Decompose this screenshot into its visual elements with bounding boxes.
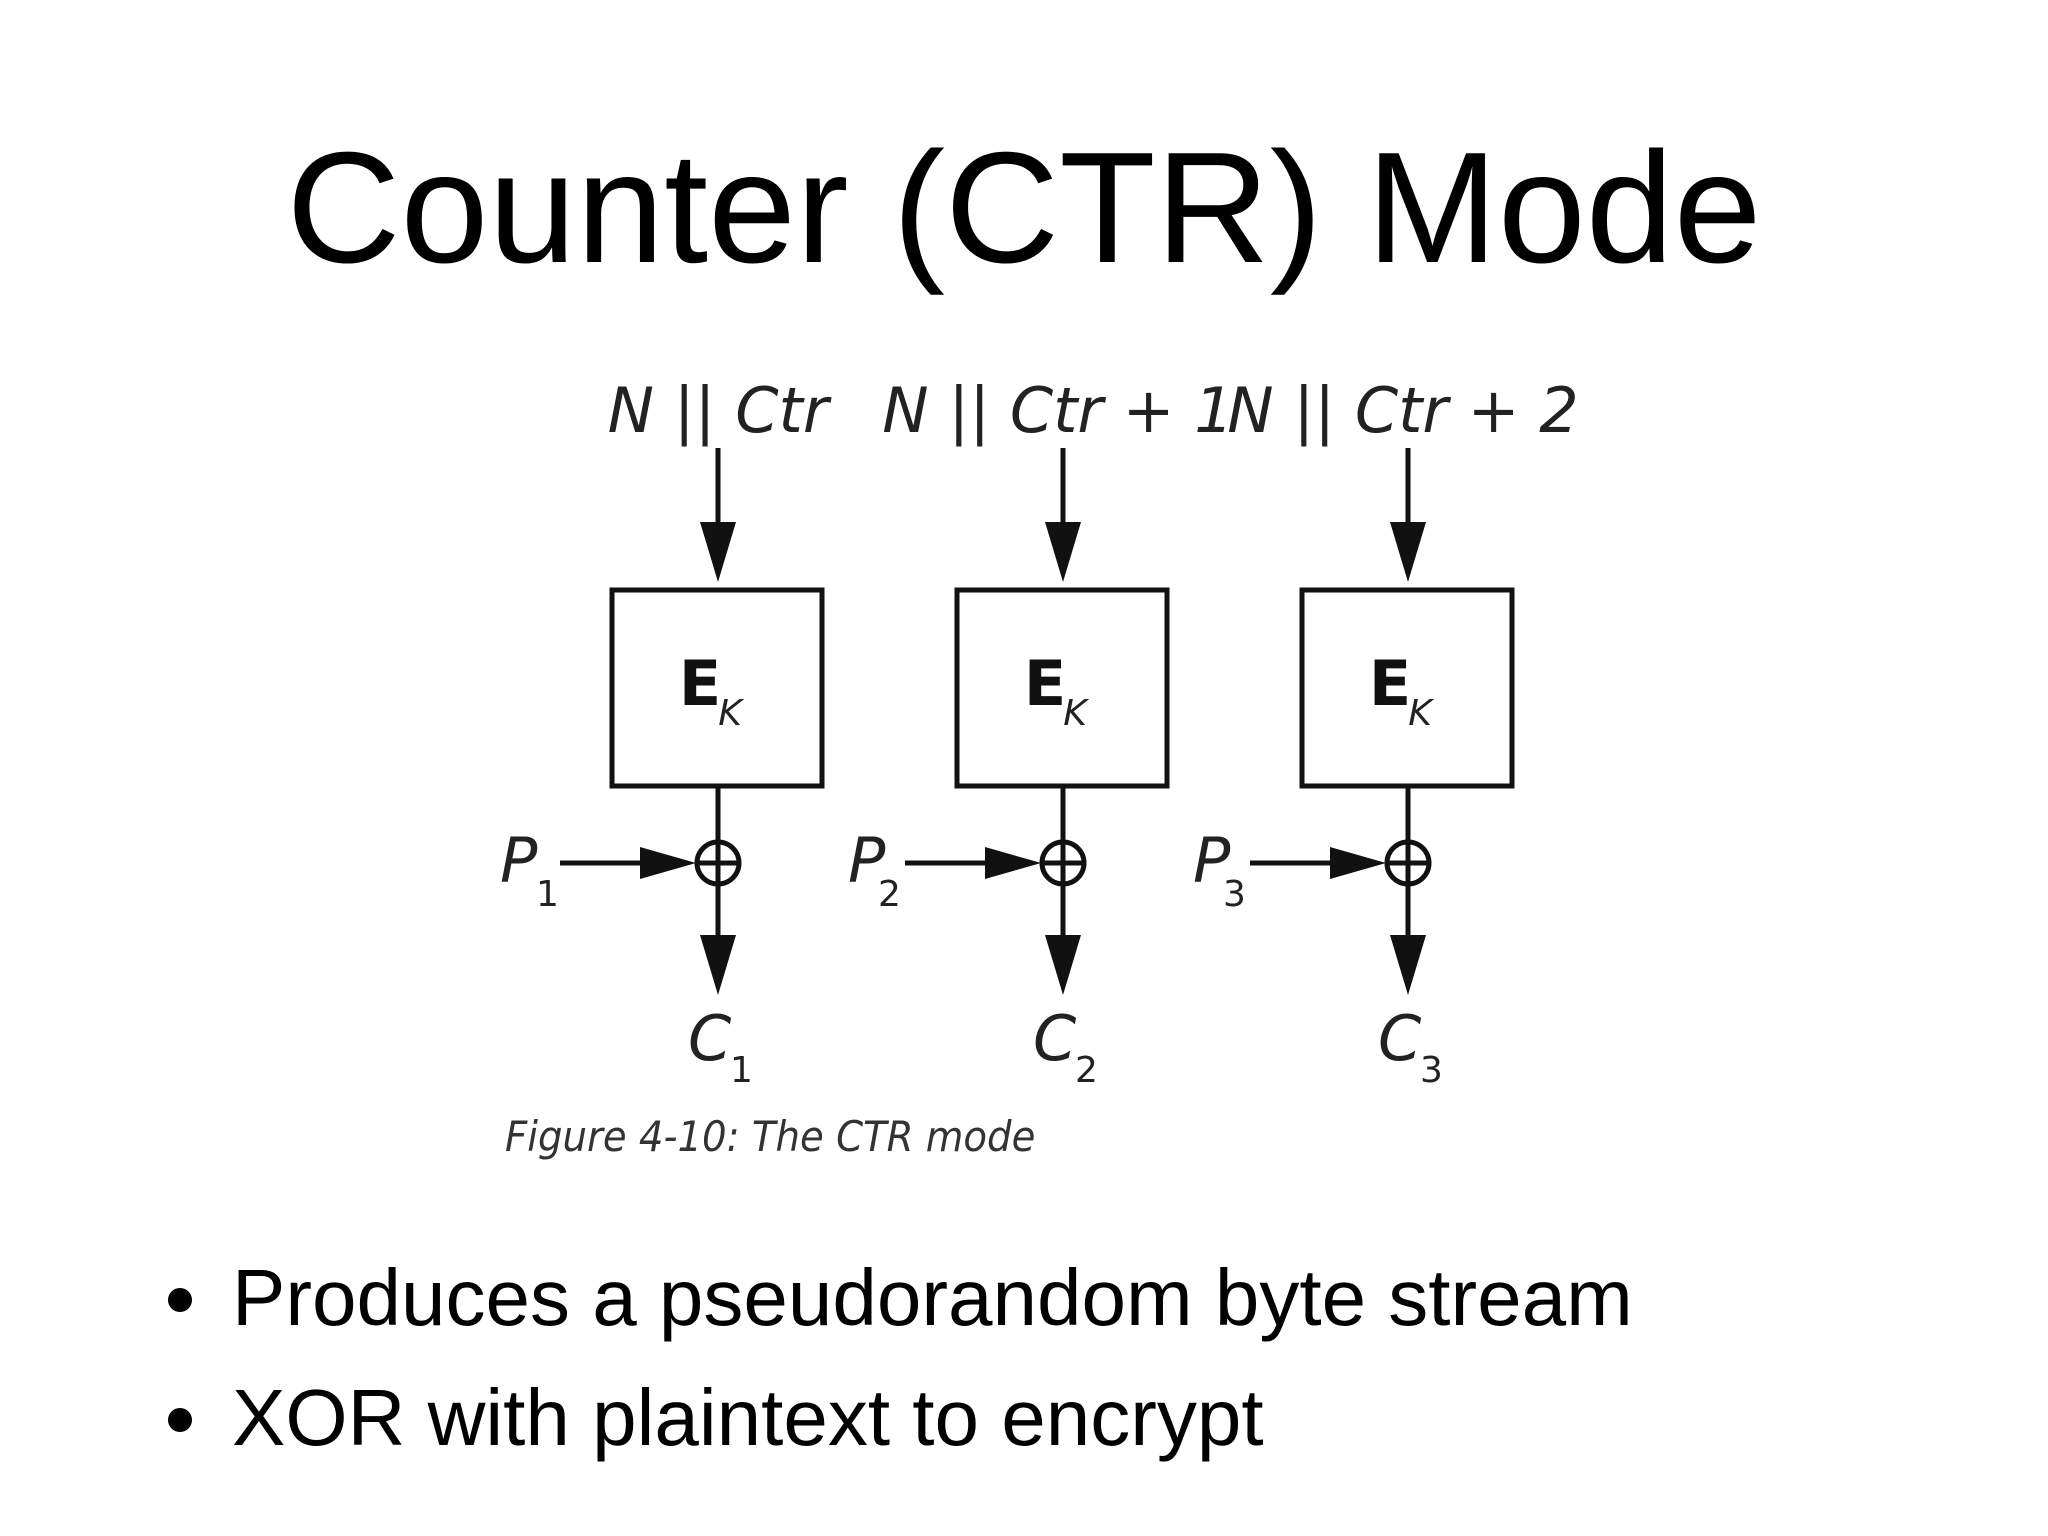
counter-label-2: N || Ctr + 1 bbox=[882, 374, 1233, 448]
cipher-label-3: E bbox=[1369, 647, 1411, 720]
bullet-list: Produces a pseudorandom byte stream XOR … bbox=[160, 1238, 1633, 1478]
plaintext-label-2: P bbox=[848, 824, 886, 897]
cipher-box-3 bbox=[1299, 587, 1515, 789]
xor-circle-plus-icon bbox=[1039, 839, 1087, 887]
ciphertext-label-2: C bbox=[1033, 1002, 1077, 1075]
ciphertext-label-1: C bbox=[688, 1002, 732, 1075]
arrow-icon bbox=[700, 522, 736, 582]
cipher-box-1 bbox=[609, 587, 825, 789]
plaintext-sub-3: 3 bbox=[1223, 874, 1246, 915]
cipher-sub-1: K bbox=[718, 693, 744, 734]
plaintext-label-1: P bbox=[500, 824, 538, 897]
arrow-icon bbox=[985, 847, 1041, 879]
ciphertext-label-3: C bbox=[1378, 1002, 1422, 1075]
arrow-icon bbox=[640, 847, 696, 879]
cipher-label-1: E bbox=[679, 647, 721, 720]
arrow-icon bbox=[1045, 522, 1081, 582]
arrow-icon bbox=[1045, 935, 1081, 995]
ciphertext-sub-1: 1 bbox=[730, 1050, 753, 1091]
stage-3: N || Ctr + 2 E K P 3 C 3 bbox=[1193, 374, 1579, 1091]
bullet-dot-icon bbox=[168, 1288, 192, 1312]
arrow-icon bbox=[700, 935, 736, 995]
bullet-text: Produces a pseudorandom byte stream bbox=[232, 1253, 1633, 1342]
plaintext-sub-1: 1 bbox=[536, 874, 559, 915]
bullet-text: XOR with plaintext to encrypt bbox=[232, 1373, 1264, 1462]
stage-2: N || Ctr + 1 E K P 2 C 2 bbox=[848, 374, 1234, 1091]
slide-title: Counter (CTR) Mode bbox=[286, 120, 1762, 296]
arrow-icon bbox=[1390, 522, 1426, 582]
cipher-sub-3: K bbox=[1408, 693, 1434, 734]
ciphertext-sub-3: 3 bbox=[1420, 1050, 1443, 1091]
counter-label-3: N || Ctr + 2 bbox=[1227, 374, 1578, 448]
ciphertext-sub-2: 2 bbox=[1075, 1050, 1098, 1091]
stage-1: N || Ctr E K P 1 C 1 bbox=[500, 374, 832, 1091]
counter-label-1: N || Ctr bbox=[608, 374, 832, 448]
bullet-item: XOR with plaintext to encrypt bbox=[160, 1358, 1633, 1478]
arrow-icon bbox=[1330, 847, 1386, 879]
figure-caption: Figure 4-10: The CTR mode bbox=[505, 1112, 1036, 1161]
plaintext-sub-2: 2 bbox=[878, 874, 901, 915]
arrow-icon bbox=[1390, 935, 1426, 995]
xor-circle-plus-icon bbox=[694, 839, 742, 887]
plaintext-label-3: P bbox=[1193, 824, 1231, 897]
cipher-label-2: E bbox=[1024, 647, 1066, 720]
bullet-item: Produces a pseudorandom byte stream bbox=[160, 1238, 1633, 1358]
bullet-dot-icon bbox=[168, 1408, 192, 1432]
cipher-sub-2: K bbox=[1063, 693, 1089, 734]
xor-circle-plus-icon bbox=[1384, 839, 1432, 887]
